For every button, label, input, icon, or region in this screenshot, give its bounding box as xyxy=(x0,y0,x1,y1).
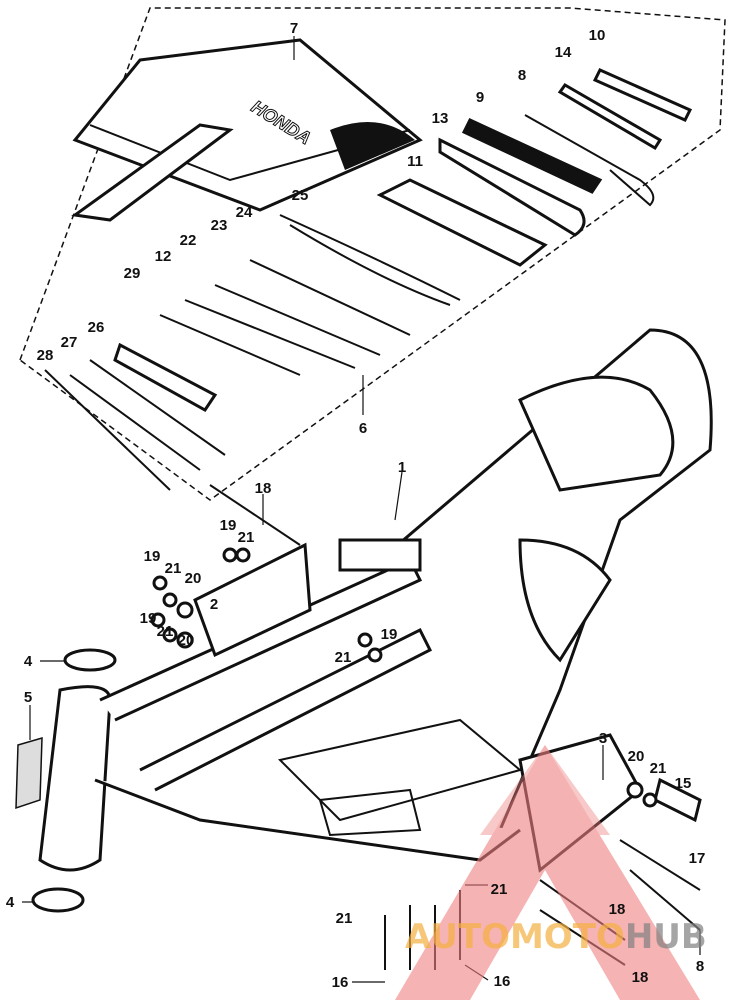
part-label: 8 xyxy=(696,958,704,975)
leader-lines xyxy=(22,36,701,983)
part-label: 11 xyxy=(407,153,423,170)
part-label: 22 xyxy=(180,232,197,249)
part-label: 21 xyxy=(157,623,174,640)
part-label: 4 xyxy=(24,653,33,670)
part-label: 12 xyxy=(155,248,172,265)
part-label: 20 xyxy=(178,632,195,649)
part-label: 23 xyxy=(211,217,228,234)
part-label: 21 xyxy=(335,649,352,666)
part-label: 19 xyxy=(381,626,398,643)
part-number-labels: 7 10 14 8 9 13 11 25 24 23 22 12 29 26 2… xyxy=(6,20,706,991)
part-label: 18 xyxy=(609,901,626,918)
part-label: 8 xyxy=(518,67,526,84)
part-label: 20 xyxy=(185,570,202,587)
watermark-text: AUTOMOTOHUB xyxy=(405,917,707,957)
tool-bag: HONDA xyxy=(71,38,423,222)
part-label: 15 xyxy=(675,775,692,792)
part-label: 21 xyxy=(165,560,182,577)
part-label: 19 xyxy=(220,517,237,534)
part-label: 21 xyxy=(238,529,255,546)
part-label: 4 xyxy=(6,894,15,911)
part-label: 2 xyxy=(210,596,218,613)
part-label: 27 xyxy=(61,334,78,351)
watermark-logo xyxy=(395,745,700,1000)
part-label: 28 xyxy=(37,347,54,364)
part-label: 5 xyxy=(24,689,32,706)
part-label: 7 xyxy=(290,20,298,37)
part-label: 13 xyxy=(432,110,449,127)
part-label: 3 xyxy=(599,730,607,747)
part-label: 20 xyxy=(628,748,645,765)
part-label: 21 xyxy=(336,910,353,927)
part-label: 18 xyxy=(255,480,272,497)
part-label: 18 xyxy=(632,969,649,986)
tool-kit-boundary xyxy=(19,7,726,501)
part-label: 6 xyxy=(359,420,367,437)
part-label: 29 xyxy=(124,265,141,282)
part-label: 21 xyxy=(650,760,667,777)
part-label: 10 xyxy=(589,27,606,44)
watermark-part1: AUTOMOTO xyxy=(405,917,625,957)
part-label: 24 xyxy=(236,204,253,221)
part-label: 19 xyxy=(140,610,157,627)
tools xyxy=(44,68,693,491)
part-label: 9 xyxy=(476,89,484,106)
part-label: 1 xyxy=(398,459,406,476)
part-label: 21 xyxy=(491,881,508,898)
part-label: 16 xyxy=(494,973,511,990)
part-label: 14 xyxy=(555,44,572,61)
part-label: 17 xyxy=(689,850,706,867)
part-label: 19 xyxy=(144,548,161,565)
part-label: 16 xyxy=(332,974,349,991)
part-label: 26 xyxy=(88,319,105,336)
watermark-part2: HUB xyxy=(625,917,707,957)
part-label: 25 xyxy=(292,187,309,204)
